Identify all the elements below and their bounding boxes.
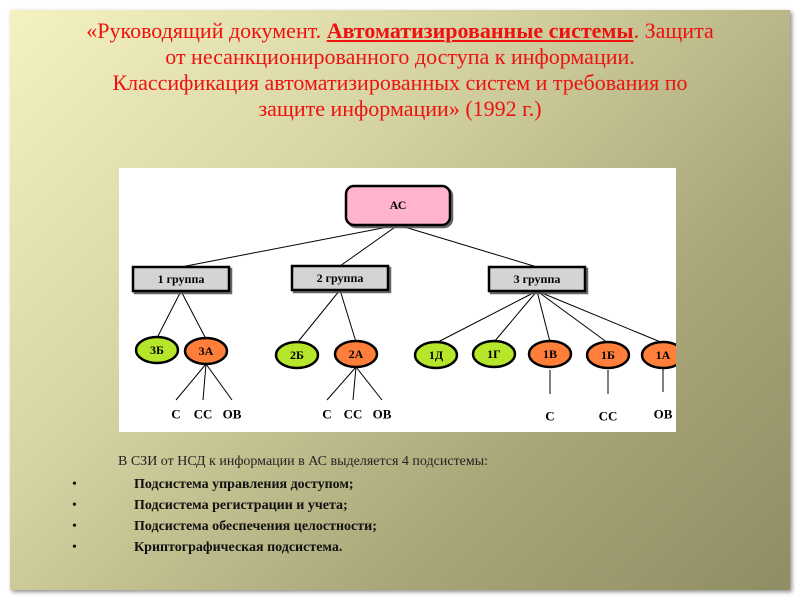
connector-line bbox=[435, 290, 538, 344]
group-node-label: 2 группа bbox=[317, 271, 364, 285]
connector-line bbox=[326, 366, 357, 401]
connector-line bbox=[205, 363, 233, 401]
class-node-label: 3А bbox=[199, 344, 214, 358]
connector-line bbox=[202, 363, 207, 401]
class-node bbox=[413, 340, 459, 370]
leaf-label: С bbox=[545, 409, 554, 424]
connector-line bbox=[352, 366, 357, 401]
class-node-label: 2А bbox=[349, 347, 364, 361]
connector-line bbox=[296, 289, 341, 344]
bullet: • bbox=[72, 477, 77, 492]
connector-line bbox=[339, 224, 399, 267]
title-emphasis: Автоматизированные системы bbox=[326, 18, 634, 43]
subsystem-item: • Подсистема обеспечения целостности; bbox=[72, 516, 377, 537]
class-node-label: 3Б bbox=[150, 343, 164, 357]
subsystem-label: Подсистема управления доступом; bbox=[134, 477, 354, 492]
bullet: • bbox=[72, 519, 77, 534]
class-node-label: 1Д bbox=[429, 348, 444, 362]
subsystem-item: • Подсистема регистрации и учета; bbox=[72, 495, 377, 516]
connector-line bbox=[180, 224, 399, 268]
connector-line bbox=[536, 290, 551, 343]
class-node bbox=[640, 340, 676, 370]
leaf-label: СС bbox=[599, 409, 618, 424]
group-node-label: 1 группа bbox=[158, 272, 205, 286]
title-line-2: от несанкционированного доступа к информ… bbox=[165, 44, 635, 69]
group-node bbox=[131, 265, 231, 293]
subsystem-label: Криптографическая подсистема. bbox=[134, 540, 343, 555]
classification-diagram: АС 1 группа 2 группа 3 группа 3Б 3А 2Б 2А 1Д 1Г 1В… bbox=[119, 168, 676, 432]
class-node-label: 2Б bbox=[290, 348, 304, 362]
group-node-label: 3 группа bbox=[514, 272, 561, 286]
class-node bbox=[274, 340, 320, 370]
subsystems-list: • Подсистема управления доступом; • Подсист… bbox=[72, 474, 377, 558]
class-node bbox=[585, 340, 631, 370]
classification-tree: АС 1 группа 2 группа 3 группа 3Б 3А 2Б 2А 1Д 1Г 1В… bbox=[131, 184, 676, 424]
slide: «Руководящий документ. Автоматизированны… bbox=[10, 10, 790, 590]
bullet: • bbox=[72, 498, 77, 513]
root-node bbox=[344, 184, 452, 227]
connector-line bbox=[355, 366, 383, 401]
class-node-label: 1Г bbox=[487, 347, 501, 361]
connector-line bbox=[156, 290, 182, 339]
connector-line bbox=[339, 289, 357, 343]
group-node bbox=[290, 264, 390, 292]
leaf-label: СС bbox=[344, 407, 363, 422]
connector-line bbox=[180, 290, 207, 340]
bullet: • bbox=[72, 540, 77, 555]
class-node-label: 1В bbox=[543, 347, 557, 361]
subsystem-item: • Криптографическая подсистема. bbox=[72, 537, 377, 558]
group-node bbox=[487, 265, 587, 293]
class-node bbox=[183, 336, 229, 366]
title-line1-end: . Защита bbox=[633, 18, 714, 43]
slide-title: «Руководящий документ. Автоматизированны… bbox=[10, 18, 790, 122]
root-node-label: АС bbox=[390, 198, 407, 212]
leaf-label: ОВ bbox=[223, 407, 242, 422]
class-node-label: 1А bbox=[656, 348, 671, 362]
title-line-3: Классификация автоматизированных систем … bbox=[112, 70, 688, 95]
title-prefix: «Руководящий документ. bbox=[86, 18, 327, 43]
connector-line bbox=[536, 290, 609, 344]
class-node bbox=[471, 339, 517, 369]
subsystems-intro: В СЗИ от НСД к информации в АС выделяетс… bbox=[118, 454, 489, 469]
leaf-label: СС bbox=[194, 407, 213, 422]
subsystem-label: Подсистема обеспечения целостности; bbox=[134, 519, 377, 534]
title-line-1: «Руководящий документ. Автоматизированны… bbox=[10, 18, 790, 44]
leaf-label: ОВ bbox=[373, 407, 392, 422]
connector-line bbox=[493, 290, 538, 343]
class-node bbox=[134, 335, 180, 365]
leaf-label: ОВ bbox=[654, 407, 673, 422]
connector-line bbox=[175, 363, 207, 401]
class-node bbox=[333, 339, 379, 369]
connector-line bbox=[397, 224, 538, 268]
subsystem-label: Подсистема регистрации и учета; bbox=[134, 498, 348, 513]
title-line-4: защите информации» (1992 г.) bbox=[258, 96, 542, 121]
class-node bbox=[527, 339, 573, 369]
leaf-label: С bbox=[171, 407, 180, 422]
connector-line bbox=[536, 290, 664, 344]
leaf-label: С bbox=[322, 407, 331, 422]
class-node-label: 1Б bbox=[601, 348, 615, 362]
subsystem-item: • Подсистема управления доступом; bbox=[72, 474, 377, 495]
